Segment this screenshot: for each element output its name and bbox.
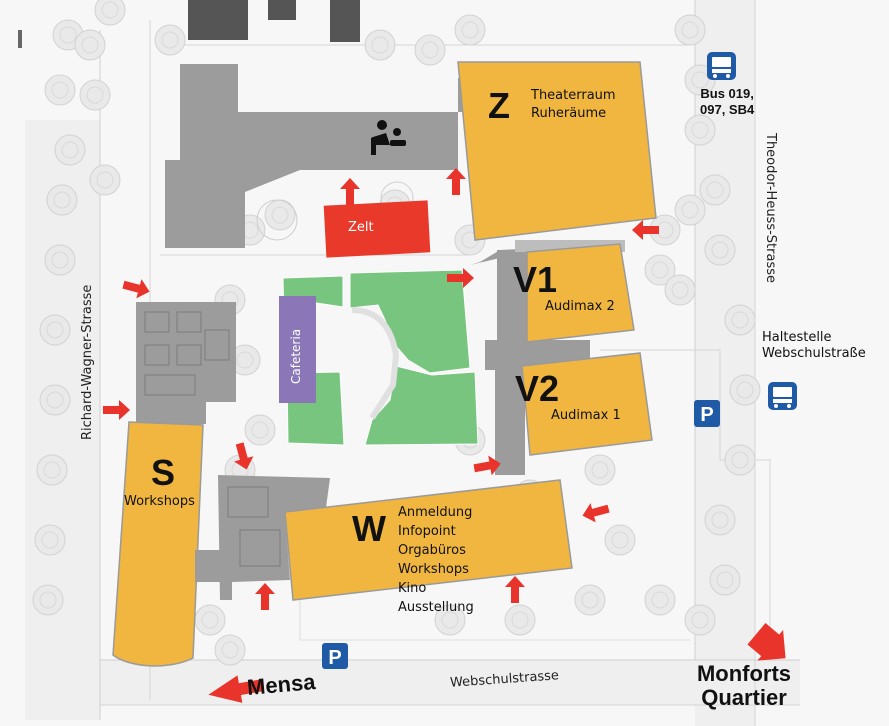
- building-grey-north: [165, 64, 475, 248]
- building-w: [284, 479, 573, 601]
- street-webschul: [100, 660, 800, 705]
- zelt-label: Zelt: [348, 220, 374, 235]
- bus-icon: [707, 52, 736, 80]
- building-s-room: Workshops: [124, 494, 195, 509]
- building-dark-3: [330, 0, 360, 42]
- building-z: [457, 61, 657, 241]
- building-z-room-1: Theaterraum: [531, 88, 616, 103]
- building-v2: [521, 352, 653, 456]
- building-v-connector: [497, 250, 527, 340]
- building-w-room: Ausstellung: [398, 600, 474, 615]
- building-v1-letter: V1: [513, 259, 558, 300]
- building-w-room: Anmeldung: [398, 505, 473, 520]
- building-w-room: Infopoint: [398, 524, 456, 539]
- building-dark-1: [188, 0, 248, 40]
- zelt-tent: [323, 200, 431, 258]
- building-grey-west: [136, 302, 236, 424]
- mensa-arrow-icon: [208, 675, 263, 703]
- building-w-room-list: Anmeldung Infopoint Orgabüros Workshops …: [398, 503, 474, 617]
- parking-icon: P: [694, 400, 720, 427]
- building-grey-south: [195, 475, 330, 600]
- baby-changing-icon: [371, 120, 406, 155]
- building-w-letter: W: [352, 508, 386, 549]
- monforts-label: Monforts Quartier: [696, 661, 792, 710]
- bus-lines: Bus 019, 097, SB4: [700, 86, 755, 117]
- building-w-room: Kino: [398, 581, 427, 596]
- svg-text:P: P: [328, 647, 341, 669]
- svg-text:P: P: [700, 404, 713, 426]
- bus-stop-label: Haltestelle Webschulstraße: [762, 330, 866, 361]
- street-richard-wagner: [25, 120, 100, 720]
- street-label-richard-wagner: Richard-Wagner-Strasse: [80, 284, 95, 440]
- building-v1-room: Audimax 2: [545, 299, 615, 314]
- building-v2-letter: V2: [515, 368, 560, 409]
- building-z-room-2: Ruheräume: [531, 106, 607, 121]
- parking-icon-2: P: [322, 643, 348, 669]
- building-dark-2: [268, 0, 296, 20]
- building-v1: [526, 243, 635, 343]
- monforts-arrow-icon: [747, 623, 786, 661]
- bus-icon-2: [768, 382, 797, 410]
- street-label-theodor-heuss: Theodor-Heuss-Strasse: [763, 133, 778, 283]
- building-v2-room: Audimax 1: [551, 408, 621, 423]
- building-z-letter: Z: [488, 85, 510, 126]
- building-w-room: Orgabüros: [398, 543, 466, 558]
- building-w-room: Workshops: [398, 562, 469, 577]
- building-s-letter: S: [151, 452, 176, 493]
- building-s: [112, 421, 204, 667]
- cafeteria-building: [279, 296, 316, 403]
- cafeteria-label: Cafeteria: [289, 328, 303, 384]
